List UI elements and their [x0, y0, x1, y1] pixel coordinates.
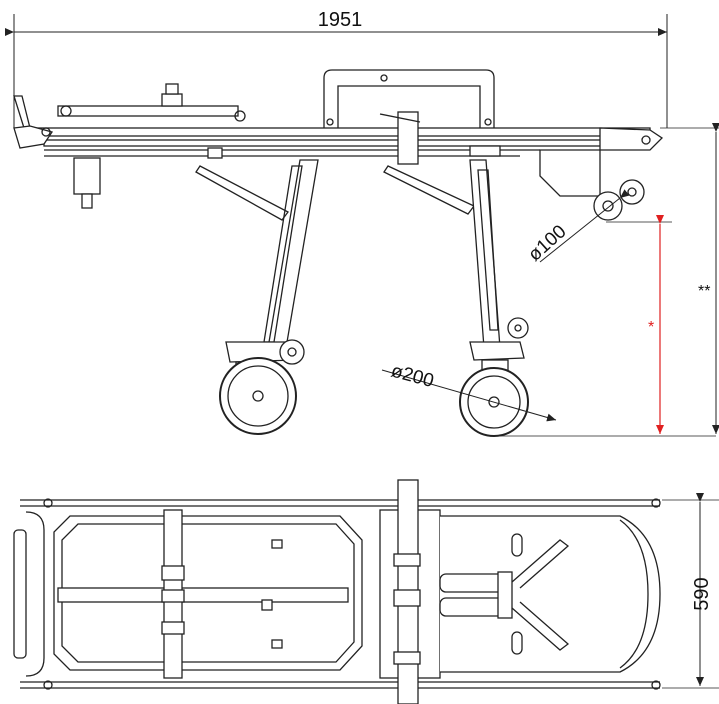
width-dimension: 590 — [662, 493, 719, 689]
overall-length-dimension: 1951 — [5, 9, 668, 128]
marker-single-label: * — [648, 319, 654, 336]
width-label: 590 — [691, 577, 713, 610]
marker-double-label: ** — [698, 283, 710, 300]
top-view — [13, 479, 661, 704]
side-view — [13, 69, 664, 437]
overall-length-label: 1951 — [318, 9, 363, 31]
marker-single-dimension: * — [498, 215, 716, 437]
large-wheel-diameter-label: ø200 — [389, 361, 436, 392]
marker-double-dimension: ** — [660, 123, 719, 434]
